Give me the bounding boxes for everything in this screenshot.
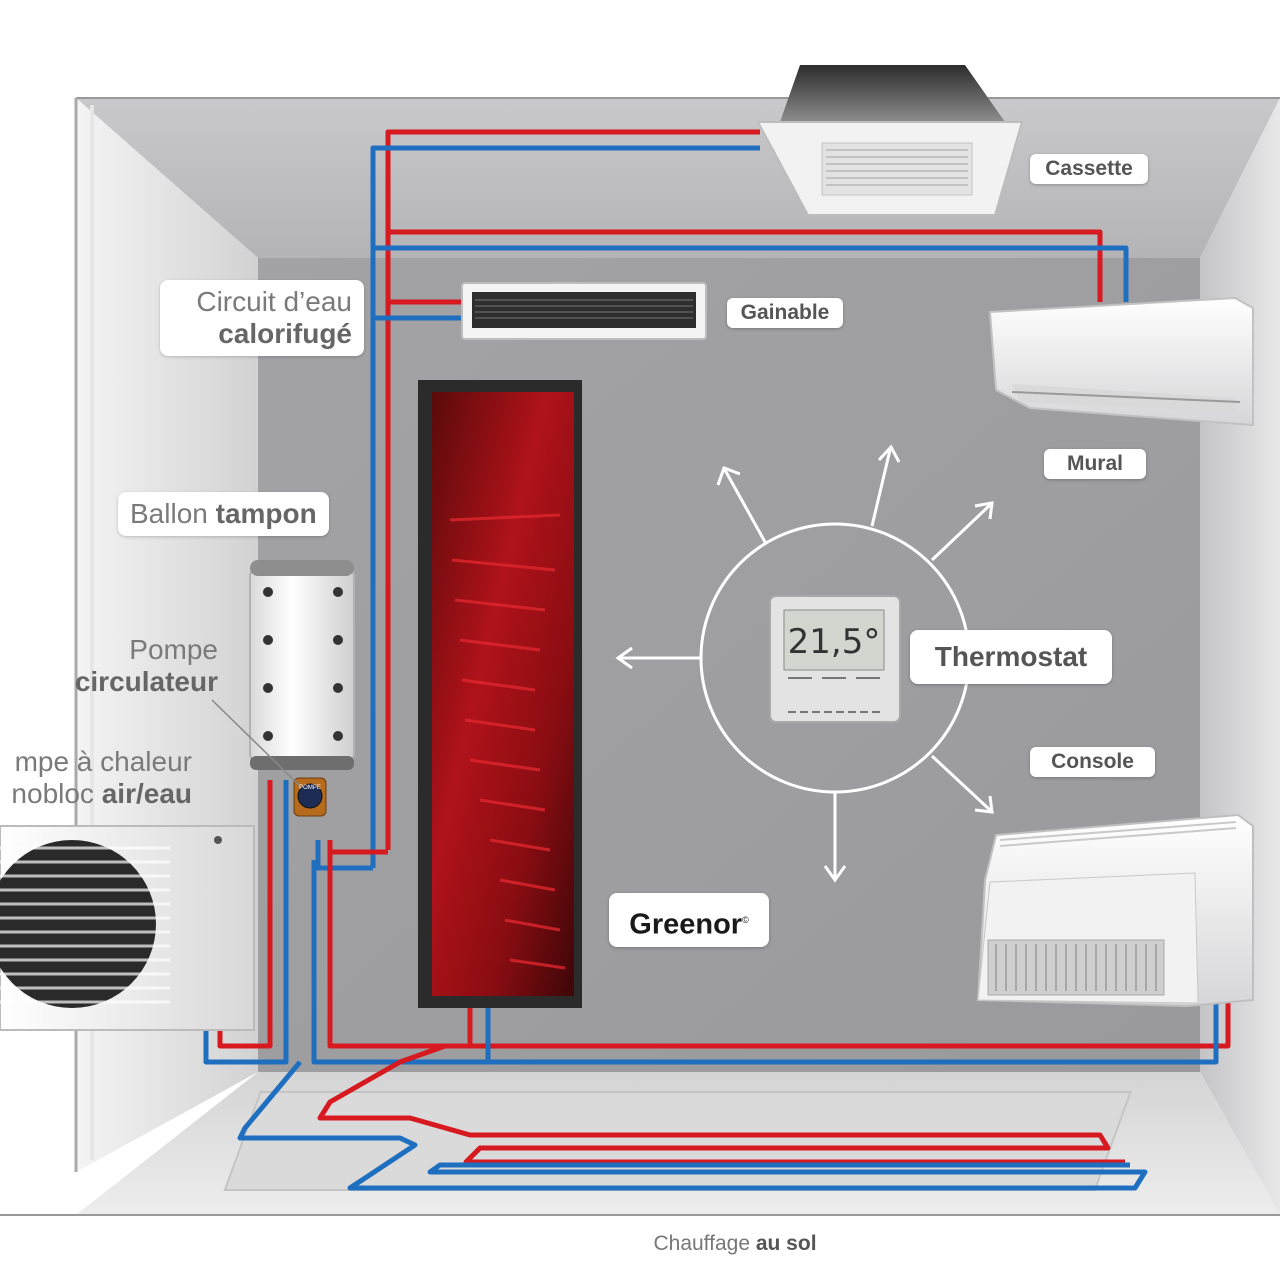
floor-bold: au sol xyxy=(755,1232,817,1255)
label-console: Console xyxy=(1030,747,1155,777)
ballon-bold: tampon xyxy=(215,498,317,529)
ballon-light: Ballon xyxy=(130,498,216,529)
thermostat-device xyxy=(769,595,901,723)
mural-unit xyxy=(988,296,1254,427)
thermostat-display: 21,5° xyxy=(788,622,881,662)
label-ballon: Ballon tampon xyxy=(118,492,329,536)
pompe-line2: circulateur xyxy=(74,666,218,697)
gainable-unit xyxy=(461,282,707,340)
pac-line2-bold: air/eau xyxy=(101,778,192,809)
pipe-network xyxy=(203,129,1231,1191)
label-circuit: Circuit d’eau calorifugé xyxy=(160,280,364,356)
label-heat-pump: mpe à chaleur nobloc air/eau xyxy=(0,746,192,810)
label-gainable: Gainable xyxy=(727,298,843,328)
pac-line1: mpe à chaleur xyxy=(14,746,192,777)
floor-slab xyxy=(223,1091,1132,1191)
label-greenor: Greenor© xyxy=(609,893,769,947)
heat-pump-unit xyxy=(0,825,255,1031)
cassette-unit xyxy=(756,65,1024,216)
floor-light: Chauffage xyxy=(653,1232,756,1255)
greenor-name: Greenor xyxy=(629,908,743,941)
pac-line2: nobloc air/eau xyxy=(0,778,192,810)
label-cassette: Cassette xyxy=(1030,154,1148,184)
circulator-pump xyxy=(293,777,327,817)
label-mural: Mural xyxy=(1044,449,1146,479)
circuit-line1: Circuit d’eau xyxy=(196,286,352,317)
buffer-tank xyxy=(249,560,355,770)
label-thermostat: Thermostat xyxy=(910,630,1112,684)
console-unit xyxy=(976,813,1254,1008)
label-pompe: Pompe circulateur xyxy=(50,634,218,698)
greenor-radiator xyxy=(418,380,582,1008)
pump-tag: POMPE xyxy=(299,785,321,791)
label-floor-heating: Chauffage au sol xyxy=(560,1232,910,1256)
pac-line2-light: nobloc xyxy=(11,778,102,809)
circuit-line2: calorifugé xyxy=(218,318,352,349)
greenor-mark: © xyxy=(742,915,749,925)
pompe-line1: Pompe xyxy=(129,634,218,665)
